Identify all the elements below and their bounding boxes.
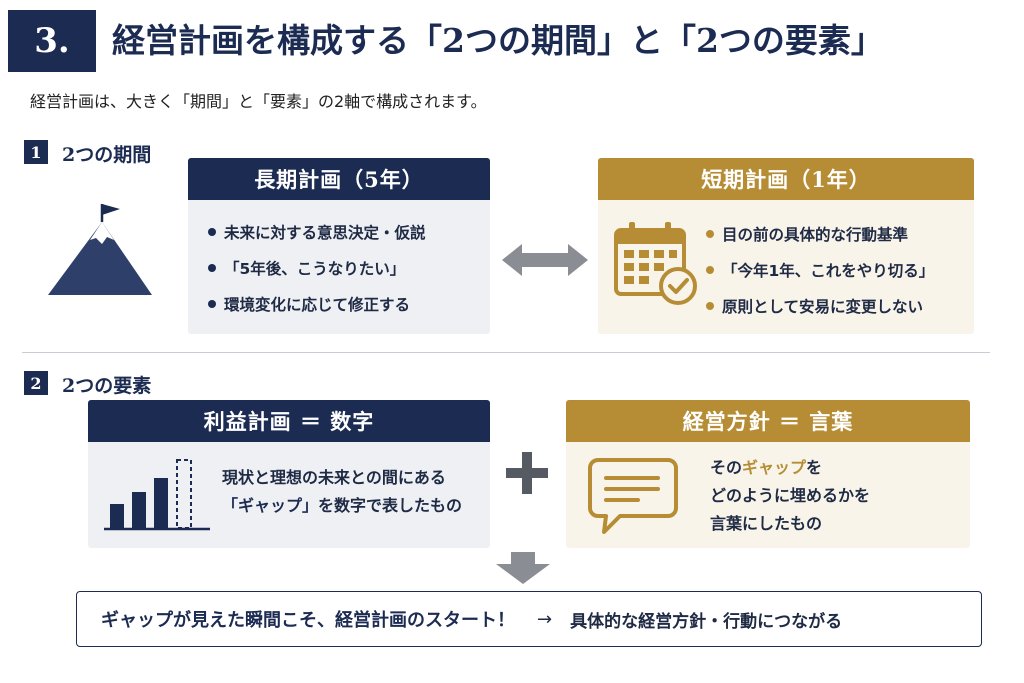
section-divider (22, 352, 990, 353)
double-arrow-icon (502, 242, 588, 278)
gap-keyword: 「ギャップ」 (222, 496, 319, 515)
mountain-flag-icon (40, 200, 180, 300)
section2-heading: 2つの要素 (62, 375, 152, 397)
section1-heading: 2つの期間 (62, 144, 152, 166)
calendar-check-icon (612, 220, 700, 308)
conclusion-main: ギャップが見えた瞬間こそ、経営計画のスタート！ (101, 610, 515, 631)
profit-plan-title: 利益計画 ＝ 数字 (88, 400, 490, 442)
policy-line1: そのギャップを (710, 458, 823, 477)
short-term-bullet: 原則として安易に変更しない (706, 288, 934, 324)
profit-plan-line2: 「ギャップ」を数字で表したもの (222, 496, 463, 515)
down-arrow-icon (496, 552, 550, 584)
speech-bubble-icon (588, 456, 678, 538)
page-title: 経営計画を構成する「2つの期間」と「2つの要素」 (112, 21, 884, 60)
bar-chart-icon (104, 456, 214, 534)
section-number-badge: 3. (8, 10, 96, 72)
page-subtitle: 経営計画は、大きく「期間」と「要素」の2軸で構成されます。 (30, 92, 487, 111)
profit-plan-line1: 現状と理想の未来との間にある (222, 468, 446, 487)
gap-keyword: ギャップ (742, 458, 807, 477)
long-term-plan-card: 長期計画（5年） 未来に対する意思決定・仮説 「5年後、こうなりたい」 環境変化… (188, 158, 490, 334)
conclusion-box: ギャップが見えた瞬間こそ、経営計画のスタート！ → 具体的な経営方針・行動につな… (76, 591, 982, 647)
policy-line3: 言葉にしたもの (710, 514, 823, 533)
long-term-bullet: 未来に対する意思決定・仮説 (208, 214, 490, 250)
management-policy-title: 経営方針 ＝ 言葉 (566, 400, 970, 442)
short-term-bullet: 「今年1年、これをやり切る」 (706, 252, 934, 288)
long-term-bullet: 環境変化に応じて修正する (208, 286, 490, 322)
management-policy-card: 経営方針 ＝ 言葉 そのギャップを どのように埋めるかを 言葉にしたもの (566, 400, 970, 548)
plus-icon (505, 450, 549, 496)
section2-number: 2 (24, 371, 48, 395)
policy-line2: どのように埋めるかを (710, 486, 871, 505)
long-term-plan-title: 長期計画（5年） (188, 158, 490, 200)
short-term-plan-title: 短期計画（1年） (598, 158, 974, 200)
profit-plan-card: 利益計画 ＝ 数字 現状と理想の未来との間にある 「ギャップ」を数字で表したもの (88, 400, 490, 548)
long-term-bullet: 「5年後、こうなりたい」 (208, 250, 490, 286)
section1-number: 1 (24, 140, 48, 164)
conclusion-sub: 具体的な経営方針・行動につながる (570, 611, 843, 632)
short-term-bullet: 目の前の具体的な行動基準 (706, 216, 934, 252)
right-arrow-icon: → (537, 608, 553, 630)
short-term-plan-card: 短期計画（1年） 目の前の具体的な行動基準 「今年1年、これをやり切る」 原則と… (598, 158, 974, 334)
